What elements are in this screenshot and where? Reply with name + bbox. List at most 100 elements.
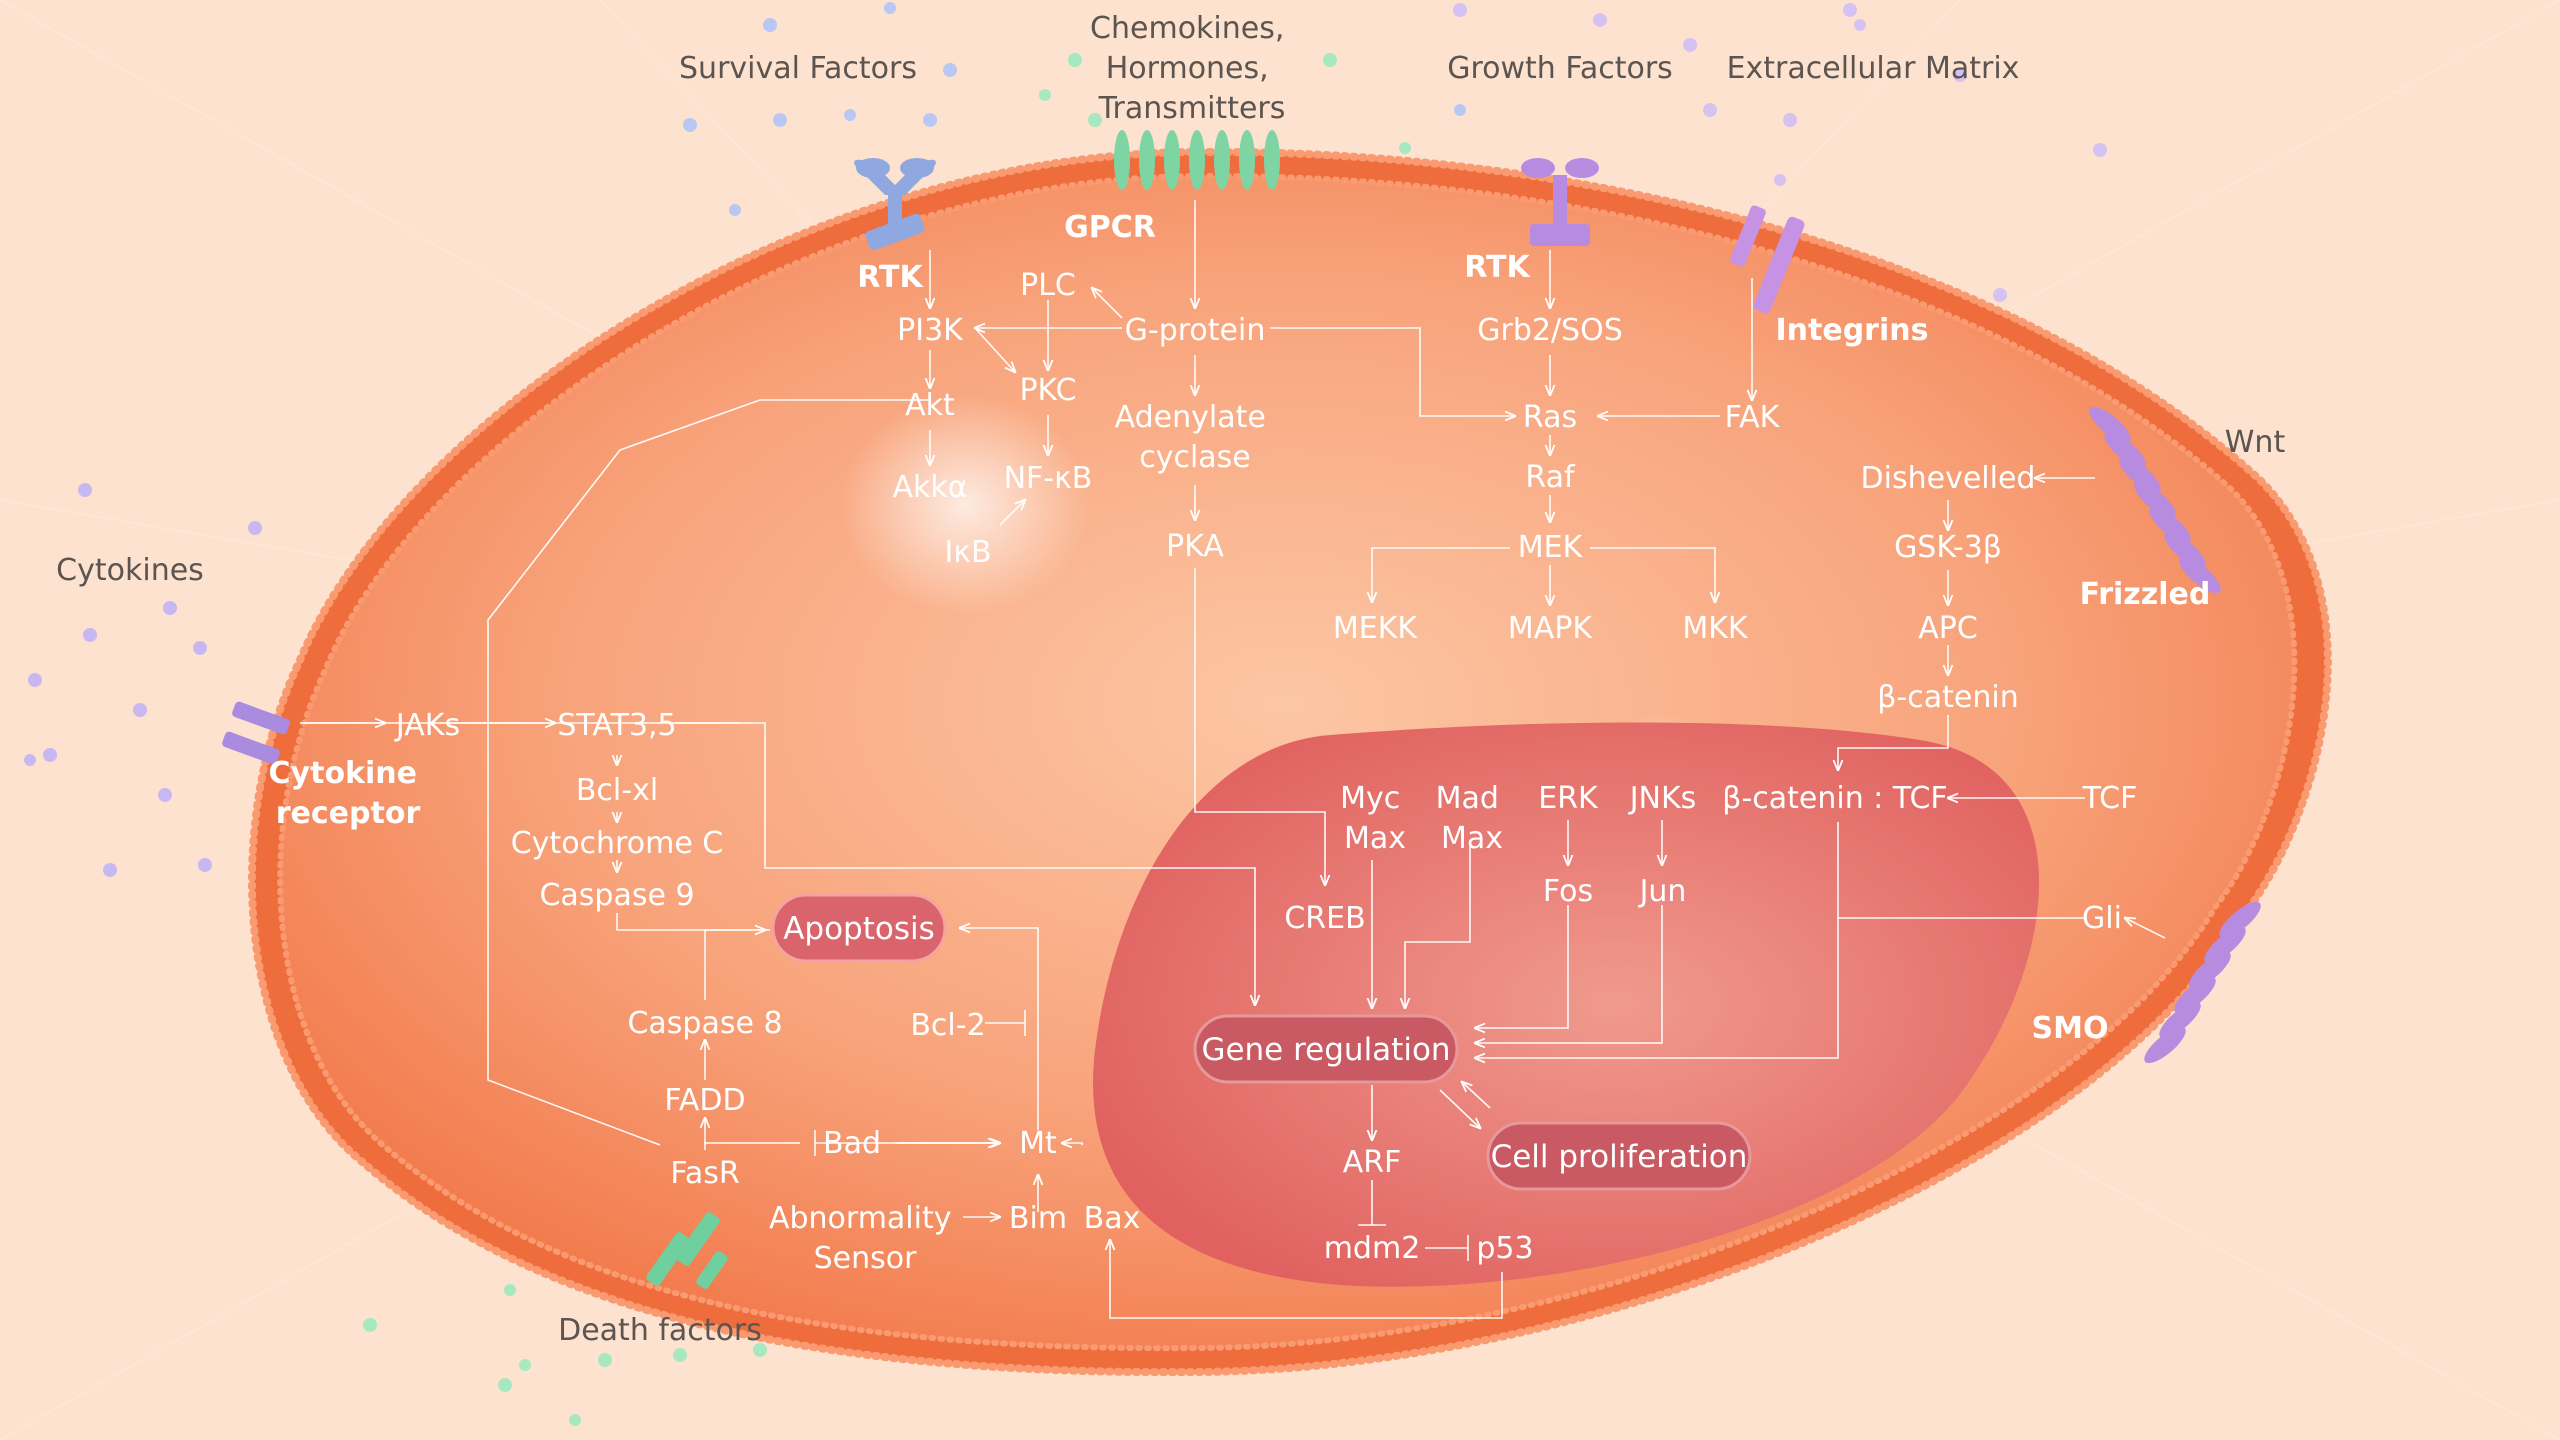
beta-catenin-tcf-node: β-catenin : TCF [1722, 781, 1947, 816]
g-protein-node: G-protein [1125, 313, 1266, 348]
mapk-node: MAPK [1508, 611, 1593, 646]
adenylate-line-2: cyclase [1139, 440, 1251, 475]
beta-catenin-node: β-catenin [1877, 680, 2018, 715]
fasr-node: FasR [670, 1156, 739, 1191]
arf-node: ARF [1343, 1145, 1402, 1180]
cytokine-receptor-label: Cytokine receptor [269, 756, 428, 831]
caspase-8-node: Caspase 8 [627, 1006, 782, 1041]
grb2-sos-node: Grb2/SOS [1477, 313, 1623, 348]
survival-factors-label: Survival Factors [679, 51, 917, 86]
caspase-9-node: Caspase 9 [539, 878, 694, 913]
cell-proliferation-pill: Cell proliferation [1486, 1121, 1752, 1191]
cell-membrane-beads [248, 147, 2332, 1377]
apc-node: APC [1918, 611, 1978, 646]
mad-max-node: Mad Max [1436, 781, 1509, 856]
death-factors-label: Death factors [558, 1313, 762, 1348]
ikb-node: IκB [944, 535, 991, 570]
pi3k-node: PI3K [897, 313, 964, 348]
apoptosis-pill: Apoptosis [771, 893, 947, 963]
jaks-node: JAKs [394, 708, 460, 743]
stat-node: STAT3,5 [557, 708, 676, 743]
raf-node: Raf [1525, 460, 1576, 495]
mt-node: Mt [1019, 1126, 1057, 1161]
mekk-node: MEKK [1333, 611, 1419, 646]
wnt-label: Wnt [2225, 425, 2286, 460]
external-signals: Survival Factors Chemokines, Hormones, T… [56, 11, 2285, 1348]
rtk-receptor-right-icon [1521, 158, 1599, 246]
mkk-node: MKK [1682, 611, 1749, 646]
akka-node: Akkα [892, 470, 967, 505]
abnormality-line-2: Sensor [814, 1241, 917, 1276]
adenylate-line-1: Adenylate [1115, 400, 1266, 435]
cytokine-receptor-line-1: Cytokine [269, 756, 417, 791]
abnormality-sensor-node: Abnormality Sensor [769, 1201, 961, 1276]
integrins-label: Integrins [1776, 313, 1929, 348]
gsk3b-node: GSK-3β [1894, 530, 2002, 565]
gene-regulation-label: Gene regulation [1201, 1032, 1450, 1068]
cell-membrane-inner-beads [277, 172, 2298, 1352]
chemokines-line-2: Hormones, [1106, 51, 1269, 86]
tcf-node: TCF [2082, 781, 2138, 816]
cytokine-receptor-icon [222, 701, 290, 765]
extracellular-matrix-label: Extracellular Matrix [1727, 51, 2020, 86]
ras-node: Ras [1523, 400, 1577, 435]
chemokines-line-3: Transmitters [1098, 91, 1286, 126]
gli-node: Gli [2082, 901, 2122, 936]
creb-node: CREB [1284, 901, 1365, 936]
gene-regulation-pill: Gene regulation [1193, 1014, 1459, 1084]
mad-line-2: Max [1441, 821, 1503, 856]
myc-line-2: Max [1344, 821, 1406, 856]
nfkb-node: NF-κB [1004, 461, 1093, 496]
adenylate-cyclase-node: Adenylate cyclase [1115, 400, 1276, 475]
mad-line-1: Mad [1436, 781, 1499, 816]
smo-label: SMO [2032, 1011, 2109, 1046]
pathway-connectors [300, 200, 2166, 1319]
cell-proliferation-label: Cell proliferation [1491, 1139, 1748, 1175]
rtk-right-label: RTK [1464, 250, 1531, 285]
mdm2-node: mdm2 [1324, 1231, 1421, 1266]
myc-line-1: Myc [1340, 781, 1400, 816]
plc-node: PLC [1020, 268, 1076, 303]
gpcr-label: GPCR [1064, 210, 1156, 245]
p53-node: p53 [1476, 1231, 1533, 1266]
nucleus [1093, 722, 2040, 1287]
bcl-2-node: Bcl-2 [910, 1008, 985, 1043]
abnormality-line-1: Abnormality [769, 1201, 952, 1236]
glow-spot [840, 395, 1090, 615]
mek-node: MEK [1518, 530, 1584, 565]
rtk-receptor-left-icon [854, 158, 936, 251]
fos-node: Fos [1543, 874, 1593, 909]
akt-node: Akt [905, 388, 955, 423]
bax-node: Bax [1084, 1201, 1141, 1236]
pkc-node: PKC [1019, 373, 1076, 408]
smo-receptor-icon [2144, 901, 2261, 1064]
cytokine-receptor-line-2: receptor [276, 796, 421, 831]
cytochrome-c-node: Cytochrome C [511, 826, 724, 861]
cytokines-label: Cytokines [56, 553, 204, 588]
rtk-left-label: RTK [857, 260, 924, 295]
myc-max-node: Myc Max [1340, 781, 1410, 856]
particles [24, 2, 2107, 1426]
chemokines-label: Chemokines, Hormones, Transmitters [1090, 11, 1294, 126]
growth-factors-label: Growth Factors [1447, 51, 1673, 86]
frizzled-label: Frizzled [2080, 577, 2211, 612]
bim-node: Bim [1009, 1201, 1067, 1236]
death-receptor-icon [646, 1212, 728, 1289]
dishevelled-node: Dishevelled [1861, 461, 2036, 496]
receptor-labels: RTK GPCR RTK Integrins Frizzled SMO Cyto… [269, 210, 2211, 1046]
chemokines-line-1: Chemokines, [1090, 11, 1284, 46]
frizzled-receptor-icon [2089, 406, 2221, 594]
pathway-nodes: PI3K PLC G-protein Akt PKC Akkα NF-κB Iκ… [394, 268, 2137, 1276]
gpcr-receptor-icon [1114, 130, 1280, 190]
apoptosis-label: Apoptosis [783, 911, 935, 947]
integrin-receptor-icon [1730, 205, 1805, 314]
jnks-node: JNKs [1628, 781, 1697, 816]
fak-node: FAK [1725, 400, 1781, 435]
bcl-xl-node: Bcl-xl [576, 773, 658, 808]
fadd-node: FADD [664, 1083, 745, 1118]
pka-node: PKA [1166, 529, 1224, 564]
jun-node: Jun [1638, 874, 1687, 909]
erk-node: ERK [1538, 781, 1599, 816]
